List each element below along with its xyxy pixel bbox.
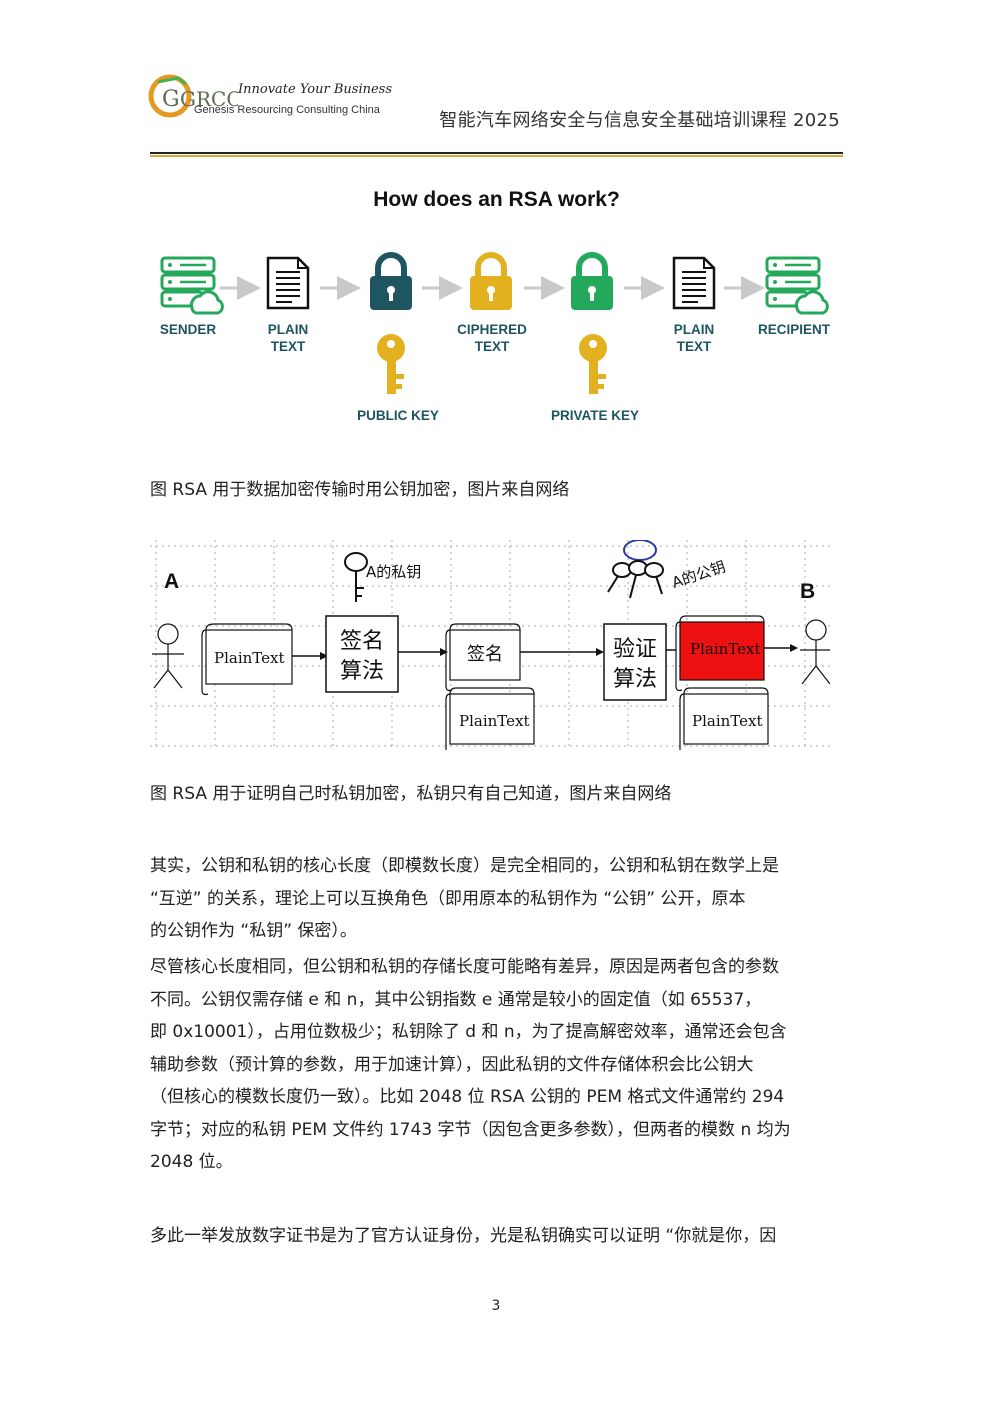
rsa-encryption-diagram: SENDER PLAIN TEXT CIPHERED TEXT PLAIN TE… bbox=[160, 252, 831, 423]
header-rule bbox=[150, 152, 843, 154]
plain-text-label: TEXT bbox=[677, 339, 712, 354]
party-b-label: B bbox=[800, 580, 815, 603]
plain-text-label: TEXT bbox=[271, 339, 306, 354]
sender-label: SENDER bbox=[160, 322, 217, 337]
page-number: 3 bbox=[491, 1298, 501, 1314]
person-a-icon bbox=[152, 623, 184, 689]
public-key-label: PUBLIC KEY bbox=[357, 408, 439, 423]
text-line: 即 0x10001），占用位数极少；私钥除了 d 和 n，为了提高解密效率，通常… bbox=[150, 1022, 787, 1042]
text-line: 2048 位。 bbox=[150, 1152, 233, 1172]
party-a-label: A bbox=[164, 570, 179, 593]
company-logo: G GRCC Innovate Your Business Genesis Re… bbox=[148, 72, 398, 122]
plaintext-scroll: PlainText bbox=[201, 623, 293, 696]
private-key-icon bbox=[579, 334, 607, 394]
plaintext-label: PlainText bbox=[459, 712, 530, 730]
paragraph-certificate: 多此一举发放数字证书是为了官方认证身份，光是私钥确实可以证明 “你就是你，因 bbox=[150, 1220, 843, 1253]
text-line: 其实，公钥和私钥的核心长度（即模数长度）是完全相同的，公钥和私钥在数学上是 bbox=[150, 856, 779, 876]
sign-algorithm-box bbox=[325, 615, 399, 693]
logo-letters: GRCC bbox=[180, 87, 238, 111]
verified-plaintext-scroll: PlainText bbox=[675, 615, 765, 692]
text-line: 不同。公钥仅需存储 e 和 n，其中公钥指数 e 通常是较小的固定值（如 655… bbox=[150, 989, 762, 1010]
plaintext-label: PlainText bbox=[692, 712, 763, 730]
logo-company-name: Genesis Resourcing Consulting China bbox=[194, 104, 380, 116]
svg-text:G: G bbox=[162, 87, 180, 112]
recipient-label: RECIPIENT bbox=[758, 322, 831, 337]
lock-icon bbox=[470, 252, 512, 310]
document-icon bbox=[672, 256, 716, 310]
ciphered-text-label: CIPHERED bbox=[457, 322, 527, 337]
sign-algorithm-label: 签名 bbox=[340, 629, 384, 654]
text-line: “互逆” 的关系，理论上可以互换角色（即用原本的私钥作为 “公钥” 公开，原本 bbox=[150, 888, 746, 909]
a-public-keys-icon bbox=[607, 540, 664, 599]
figure1-caption: 图 RSA 用于数据加密传输时用公钥加密，图片来自网络 bbox=[150, 480, 570, 500]
plaintext-scroll: PlainText bbox=[445, 687, 535, 750]
flow-arrow bbox=[440, 648, 448, 656]
lock-icon bbox=[571, 252, 613, 310]
flow-arrow bbox=[790, 644, 798, 652]
private-key-label: PRIVATE KEY bbox=[551, 408, 639, 423]
lock-icon bbox=[370, 252, 412, 310]
a-private-key-icon bbox=[344, 552, 368, 602]
text-line: 多此一举发放数字证书是为了官方认证身份，光是私钥确实可以证明 “你就是你，因 bbox=[150, 1226, 777, 1246]
public-key-icon bbox=[377, 334, 405, 394]
rsa-signature-diagram: A B A的私钥 PlainText 签名 算法 bbox=[150, 540, 830, 750]
logo-tagline: Innovate Your Business bbox=[238, 82, 393, 97]
flow-arrow bbox=[596, 648, 604, 656]
text-line: 尽管核心长度相同，但公钥和私钥的存储长度可能略有差异，原因是两者包含的参数 bbox=[150, 957, 779, 977]
plain-text-label: PLAIN bbox=[268, 322, 309, 337]
text-line: 的公钥作为 “私钥” 保密）。 bbox=[150, 921, 357, 941]
ciphered-text-label: TEXT bbox=[475, 339, 510, 354]
a-private-key-label: A的私钥 bbox=[366, 563, 421, 581]
flow-arrow bbox=[320, 652, 328, 660]
plain-text-label: PLAIN bbox=[674, 322, 715, 337]
text-line: （但核心的模数长度仍一致）。比如 2048 位 RSA 公钥的 PEM 格式文件… bbox=[150, 1087, 785, 1107]
plaintext-scroll: PlainText bbox=[679, 687, 769, 750]
plaintext-label: PlainText bbox=[214, 649, 285, 667]
sign-algorithm-label: 算法 bbox=[340, 659, 384, 684]
paragraph-key-length: 其实，公钥和私钥的核心长度（即模数长度）是完全相同的，公钥和私钥在数学上是 “互… bbox=[150, 850, 843, 948]
person-b-icon bbox=[800, 619, 830, 685]
a-public-key-label: A的公钥 bbox=[670, 558, 728, 592]
header-rule-accent bbox=[150, 155, 843, 157]
figure2-caption: 图 RSA 用于证明自己时私钥加密，私钥只有自己知道，图片来自网络 bbox=[150, 784, 672, 804]
signature-scroll: 签名 bbox=[445, 623, 521, 692]
sender-server-icon bbox=[160, 256, 224, 315]
paragraph-storage-length: 尽管核心长度相同，但公钥和私钥的存储长度可能略有差异，原因是两者包含的参数 不同… bbox=[150, 951, 843, 1179]
rsa-figure-title: How does an RSA work? bbox=[373, 188, 620, 211]
document-icon bbox=[266, 256, 310, 310]
text-line: 辅助参数（预计算的参数，用于加速计算），因此私钥的文件存储体积会比公钥大 bbox=[150, 1054, 754, 1075]
plaintext-label: PlainText bbox=[690, 640, 761, 658]
verify-algorithm-label: 验证 bbox=[613, 637, 657, 662]
grcc-logo-mark: G GRCC bbox=[148, 74, 238, 118]
verify-algorithm-box bbox=[603, 623, 667, 701]
text-line: 字节；对应的私钥 PEM 文件约 1743 字节（因包含更多参数），但两者的模数… bbox=[150, 1119, 791, 1140]
course-title: 智能汽车网络安全与信息安全基础培训课程 2025 bbox=[439, 110, 840, 131]
verify-algorithm-label: 算法 bbox=[613, 667, 657, 692]
signature-label: 签名 bbox=[467, 644, 503, 665]
recipient-server-icon bbox=[765, 256, 829, 315]
